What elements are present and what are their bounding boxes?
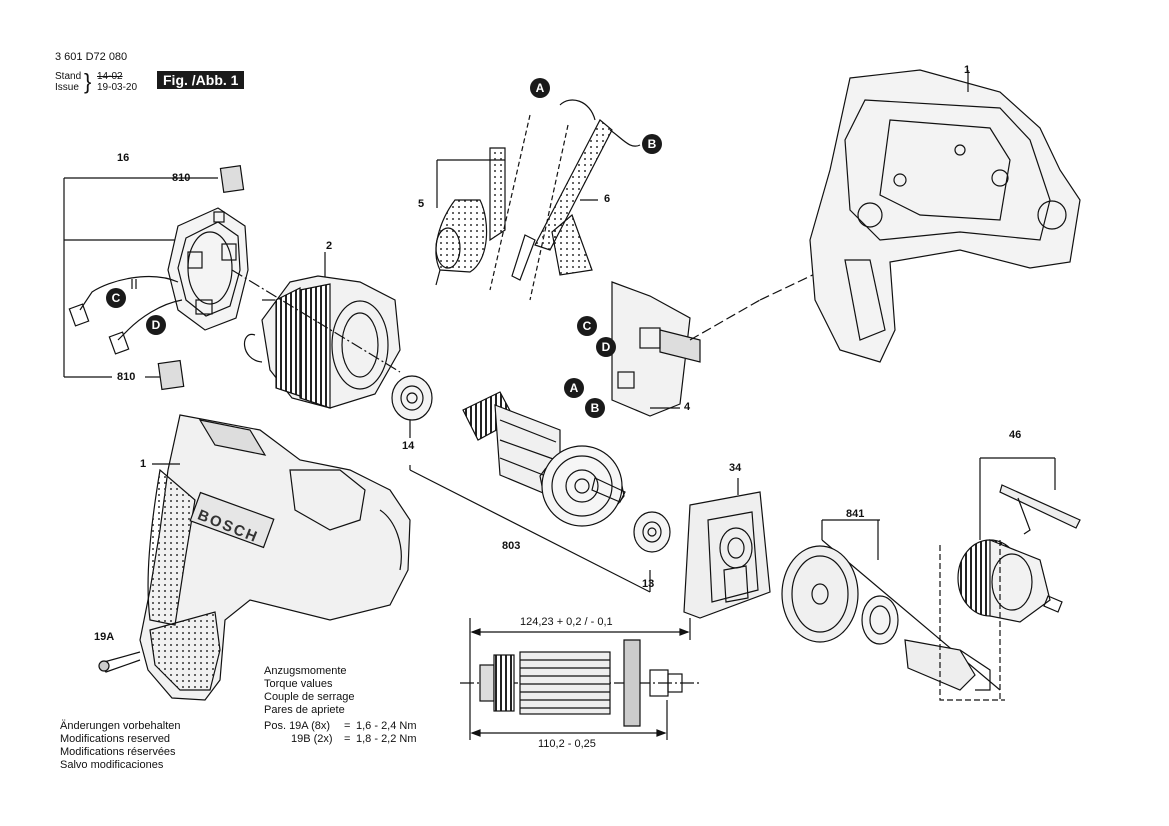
torque-row1-eq: = bbox=[344, 720, 351, 732]
handle-parts bbox=[435, 99, 641, 301]
torque-block: Anzugsmomente Torque values Couple de se… bbox=[264, 665, 355, 717]
label-part-13: 13 bbox=[642, 578, 655, 590]
switch-connector-c-marker: C bbox=[577, 316, 597, 336]
torque-heading-fr: Couple de serrage bbox=[264, 691, 355, 703]
label-part-16: 16 bbox=[117, 152, 130, 164]
torque-heading-de: Anzugsmomente bbox=[264, 665, 347, 677]
armature-dimension-drawing bbox=[460, 618, 700, 740]
connector-c-marker: C bbox=[106, 288, 126, 308]
torque-heading-es: Pares de apriete bbox=[264, 704, 345, 716]
stand-label: Stand bbox=[55, 71, 82, 82]
switch-connector-b-marker: B bbox=[585, 398, 605, 418]
footer-notes: Änderungen vorbehalten Modifications res… bbox=[60, 720, 180, 772]
note-en: Modifications reserved bbox=[60, 733, 171, 745]
bearing-14 bbox=[391, 375, 433, 438]
housing-half bbox=[809, 69, 1081, 363]
label-part-803: 803 bbox=[502, 540, 521, 552]
note-es: Salvo modificaciones bbox=[60, 759, 164, 771]
gearbox-plate bbox=[683, 478, 771, 619]
label-part-1-left: 1 bbox=[140, 458, 147, 470]
torque-row1-val: 1,6 - 2,4 Nm bbox=[356, 720, 417, 732]
label-part-4: 4 bbox=[684, 401, 691, 413]
note-de: Änderungen vorbehalten bbox=[60, 720, 181, 732]
figure-label: Fig. /Abb. 1 bbox=[157, 71, 245, 89]
switch-connector-a-marker: A bbox=[564, 378, 584, 398]
drill-housing bbox=[98, 414, 411, 701]
brush-holder-assembly bbox=[63, 165, 249, 391]
torque-heading-en: Torque values bbox=[264, 678, 333, 690]
dimension-top: 124,23 + 0,2 / - 0,1 bbox=[520, 616, 613, 628]
label-part-5: 5 bbox=[418, 198, 425, 210]
torque-row1-pos: Pos. 19A (8x) bbox=[264, 720, 331, 732]
issue-label: Issue bbox=[55, 82, 79, 93]
label-part-810-bottom: 810 bbox=[117, 371, 136, 383]
bearing-13 bbox=[633, 511, 671, 553]
torque-row2-eq: = bbox=[344, 733, 351, 745]
dimension-bottom: 110,2 - 0,25 bbox=[538, 738, 596, 750]
torque-row2-pos: 19B (2x) bbox=[291, 733, 333, 745]
issue-value: 19-03-20 bbox=[97, 82, 138, 93]
chuck-and-key bbox=[939, 457, 1081, 701]
label-part-810-top: 810 bbox=[172, 172, 191, 184]
label-part-46: 46 bbox=[1009, 429, 1022, 441]
stand-value: 14-02 bbox=[97, 71, 123, 82]
label-part-14: 14 bbox=[402, 440, 415, 452]
armature bbox=[409, 391, 651, 593]
note-fr: Modifications réservées bbox=[60, 746, 176, 758]
label-part-19a: 19A bbox=[94, 631, 115, 643]
part-number: 3 601 D72 080 bbox=[55, 51, 128, 63]
connector-d-marker: D bbox=[146, 315, 166, 335]
label-part-2: 2 bbox=[326, 240, 333, 252]
label-part-1-top: 1 bbox=[964, 64, 971, 76]
field-coil bbox=[231, 252, 401, 409]
connector-b-marker: B bbox=[642, 134, 662, 154]
connector-a-marker: A bbox=[530, 78, 550, 98]
brace-glyph: } bbox=[84, 69, 92, 94]
label-part-6: 6 bbox=[604, 193, 611, 205]
label-part-34: 34 bbox=[729, 462, 742, 474]
label-part-841: 841 bbox=[846, 508, 865, 520]
switch-connector-d-marker: D bbox=[596, 337, 616, 357]
switch bbox=[611, 261, 841, 417]
torque-row2-val: 1,8 - 2,2 Nm bbox=[356, 733, 417, 745]
